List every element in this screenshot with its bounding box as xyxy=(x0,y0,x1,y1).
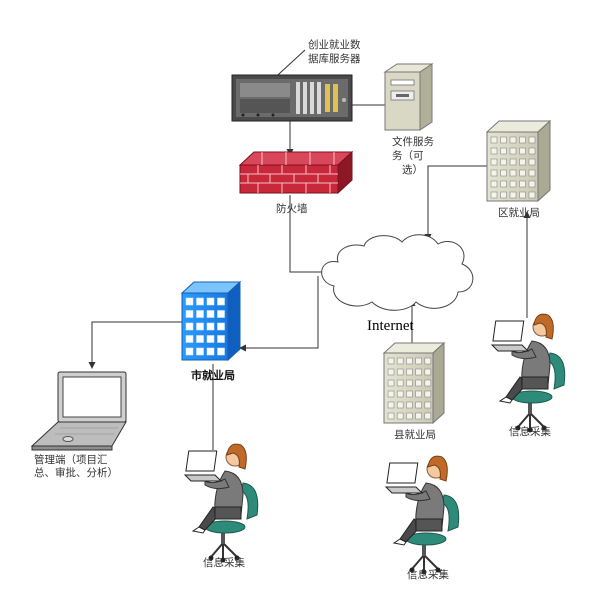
database-server xyxy=(231,74,353,122)
collector-right-label: 信息采集 xyxy=(509,425,551,438)
district-to-internet-arrow xyxy=(424,165,487,241)
city-bureau-building xyxy=(180,280,242,362)
collector-middle-label: 信息采集 xyxy=(407,568,449,581)
file-server-label-3: 选） xyxy=(402,163,423,176)
file-server-label-2: 务（可 xyxy=(392,149,424,162)
db-server-label-2: 据库服务器 xyxy=(308,52,361,65)
internet-to-city-arrow xyxy=(239,276,319,352)
internet-label: Internet xyxy=(367,318,414,334)
firewall-to-internet-link xyxy=(289,195,322,273)
county-bureau-building xyxy=(382,341,446,425)
city-to-admin-arrow xyxy=(88,321,182,369)
firewall-label: 防火墙 xyxy=(276,202,308,215)
admin-label-2: 总、审批、分析） xyxy=(34,466,118,479)
district-bureau-label: 区就业局 xyxy=(498,206,540,219)
admin-laptop xyxy=(30,371,127,451)
file-server xyxy=(383,63,434,131)
district-bureau-building xyxy=(485,119,552,203)
file-server-label-1: 文件服务 xyxy=(392,135,434,148)
county-bureau-label: 县就业局 xyxy=(394,428,436,441)
db-server-label-1: 创业就业数 xyxy=(308,38,361,51)
firewall xyxy=(238,150,354,195)
collector-worker-left xyxy=(183,443,259,563)
collector-worker-middle xyxy=(384,455,460,575)
admin-label-1: 管理端（项目汇 xyxy=(34,453,108,466)
internet-cloud xyxy=(321,234,474,311)
collector-left-label: 信息采集 xyxy=(203,556,245,569)
collector-worker-right xyxy=(490,313,566,433)
city-bureau-label: 市就业局 xyxy=(191,368,235,382)
